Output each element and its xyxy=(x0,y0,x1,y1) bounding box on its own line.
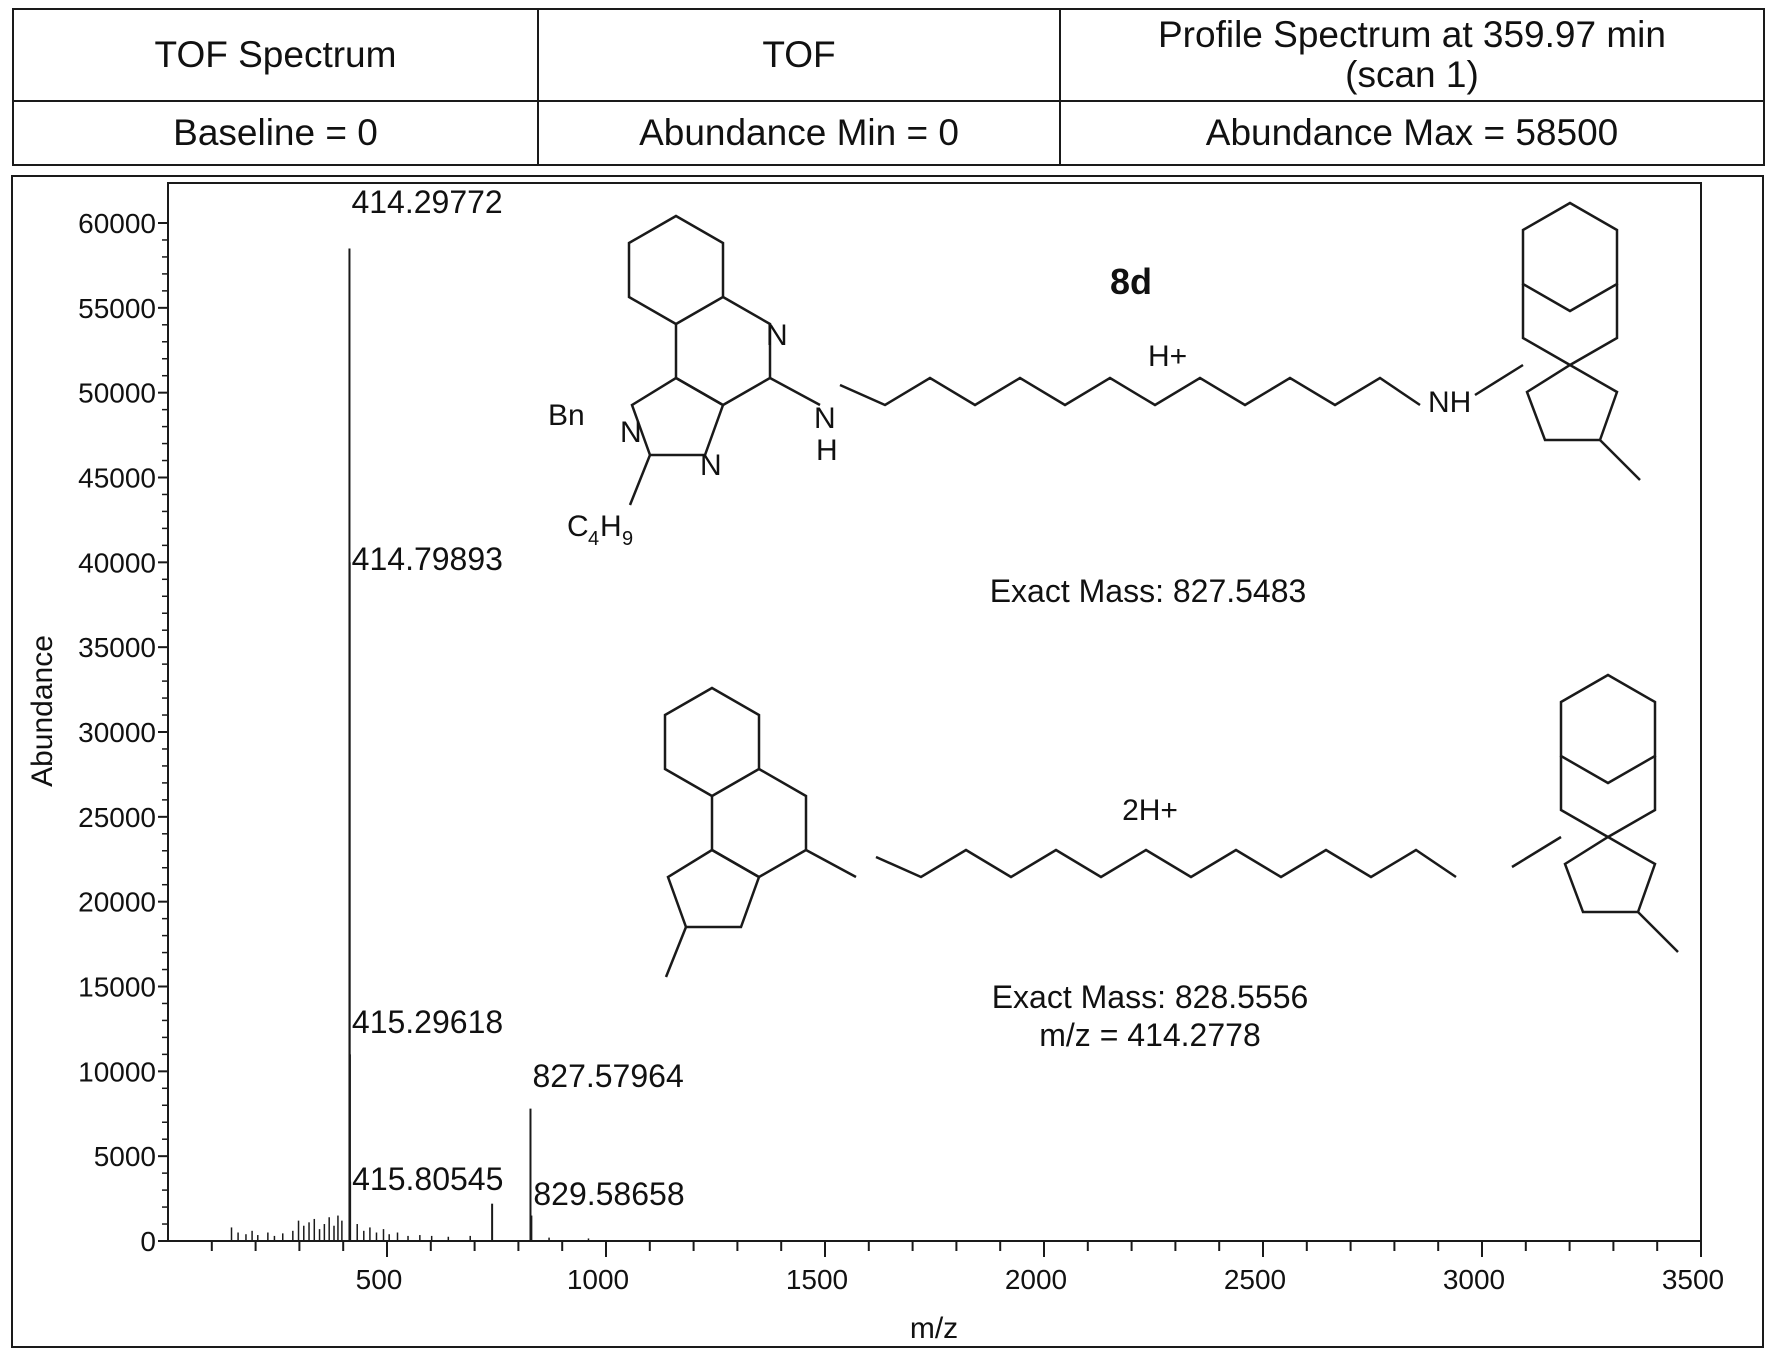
x-axis-label: m/z xyxy=(910,1312,958,1345)
labeled-peaks: 414.29772 414.79893 415.29618 415.80545 827.… xyxy=(348,184,685,1241)
x-tick-label: 3000 xyxy=(1443,1264,1505,1295)
atom-label: N xyxy=(814,402,836,435)
atom-label: H xyxy=(816,434,838,467)
atom-label: NH xyxy=(1428,386,1471,419)
peak-label: 414.79893 xyxy=(352,541,503,577)
y-tick-label: 50000 xyxy=(78,378,156,409)
outer-frame xyxy=(11,175,1764,1348)
y-tick-label: 0 xyxy=(140,1226,156,1257)
y-tick-label: 55000 xyxy=(78,293,156,324)
annotation-text: H+ xyxy=(1148,340,1187,373)
noise-peaks xyxy=(230,1215,590,1241)
y-tick-label: 15000 xyxy=(78,972,156,1003)
chart-annotations: 8dH+ Exact Mass: 827.5483 2H+ Exact Mass: 8… xyxy=(990,261,1309,1053)
peak-label: 414.29772 xyxy=(351,184,502,220)
y-tick-label: 45000 xyxy=(78,463,156,494)
x-axis: 500 1000 1500 2000 2500 3000 3500 xyxy=(210,1241,1724,1295)
y-tick-label: 60000 xyxy=(78,208,156,239)
annotation-text: Exact Mass: 828.5556 xyxy=(992,979,1309,1015)
peak-label: 415.29618 xyxy=(352,1004,503,1040)
y-axis: 0 5000 10000 15000 20000 25000 30000 35000 40000… xyxy=(78,208,168,1257)
x-tick-label: 1500 xyxy=(786,1264,848,1295)
y-tick-label: 5000 xyxy=(94,1141,156,1172)
x-tick-label: 500 xyxy=(356,1264,403,1295)
benzene-ring-left xyxy=(627,214,725,326)
peak-label: 827.57964 xyxy=(532,1058,683,1094)
y-tick-label: 35000 xyxy=(78,632,156,663)
x-tick-label: 2000 xyxy=(1005,1264,1067,1295)
y-tick-label: 30000 xyxy=(78,717,156,748)
header-cell-baseline: Baseline = 0 xyxy=(12,100,539,166)
compound-label: 8d xyxy=(1110,261,1152,302)
atom-label: N xyxy=(620,416,642,449)
annotation-text: Exact Mass: 827.5483 xyxy=(990,573,1307,609)
atom-label: H xyxy=(600,510,622,543)
atom-label: C xyxy=(567,510,589,543)
header-cell-abundance-max: Abundance Max = 58500 xyxy=(1059,100,1765,166)
atom-label: N xyxy=(766,319,788,352)
x-tick-label: 1000 xyxy=(567,1264,629,1295)
molecule-labels-mono: N N Bn N C 4 H 9 N H NH xyxy=(548,319,1471,550)
substituent-label: Bn xyxy=(548,399,585,432)
atom-label: N xyxy=(700,449,722,482)
plot-area xyxy=(167,182,1702,1242)
x-tick-label: 3500 xyxy=(1662,1264,1724,1295)
molecule-structure-di xyxy=(663,673,1679,978)
annotation-text: m/z = 414.2778 xyxy=(1039,1017,1260,1053)
spectrum-header: TOF Spectrum TOF Profile Spectrum at 359… xyxy=(12,8,1765,176)
x-tick-label: 2500 xyxy=(1224,1264,1286,1295)
peak-label: 415.80545 xyxy=(352,1161,503,1197)
header-cell-profile: Profile Spectrum at 359.97 min (scan 1) xyxy=(1059,8,1765,102)
benzene-ring-right xyxy=(1521,201,1619,313)
atom-label: 9 xyxy=(622,528,633,550)
y-tick-label: 20000 xyxy=(78,887,156,918)
atom-label: 4 xyxy=(588,528,599,550)
y-tick-label: 25000 xyxy=(78,802,156,833)
y-tick-label: 10000 xyxy=(78,1056,156,1087)
benzene-ring-left xyxy=(663,686,761,798)
y-tick-label: 40000 xyxy=(78,547,156,578)
peak-label: 829.58658 xyxy=(533,1176,684,1212)
molecule-structure-mono xyxy=(627,201,1641,506)
annotation-text: 2H+ xyxy=(1122,794,1178,827)
benzene-ring-right xyxy=(1559,673,1657,785)
header-cell-abundance-min: Abundance Min = 0 xyxy=(537,100,1061,166)
y-axis-label: Abundance xyxy=(26,635,59,787)
